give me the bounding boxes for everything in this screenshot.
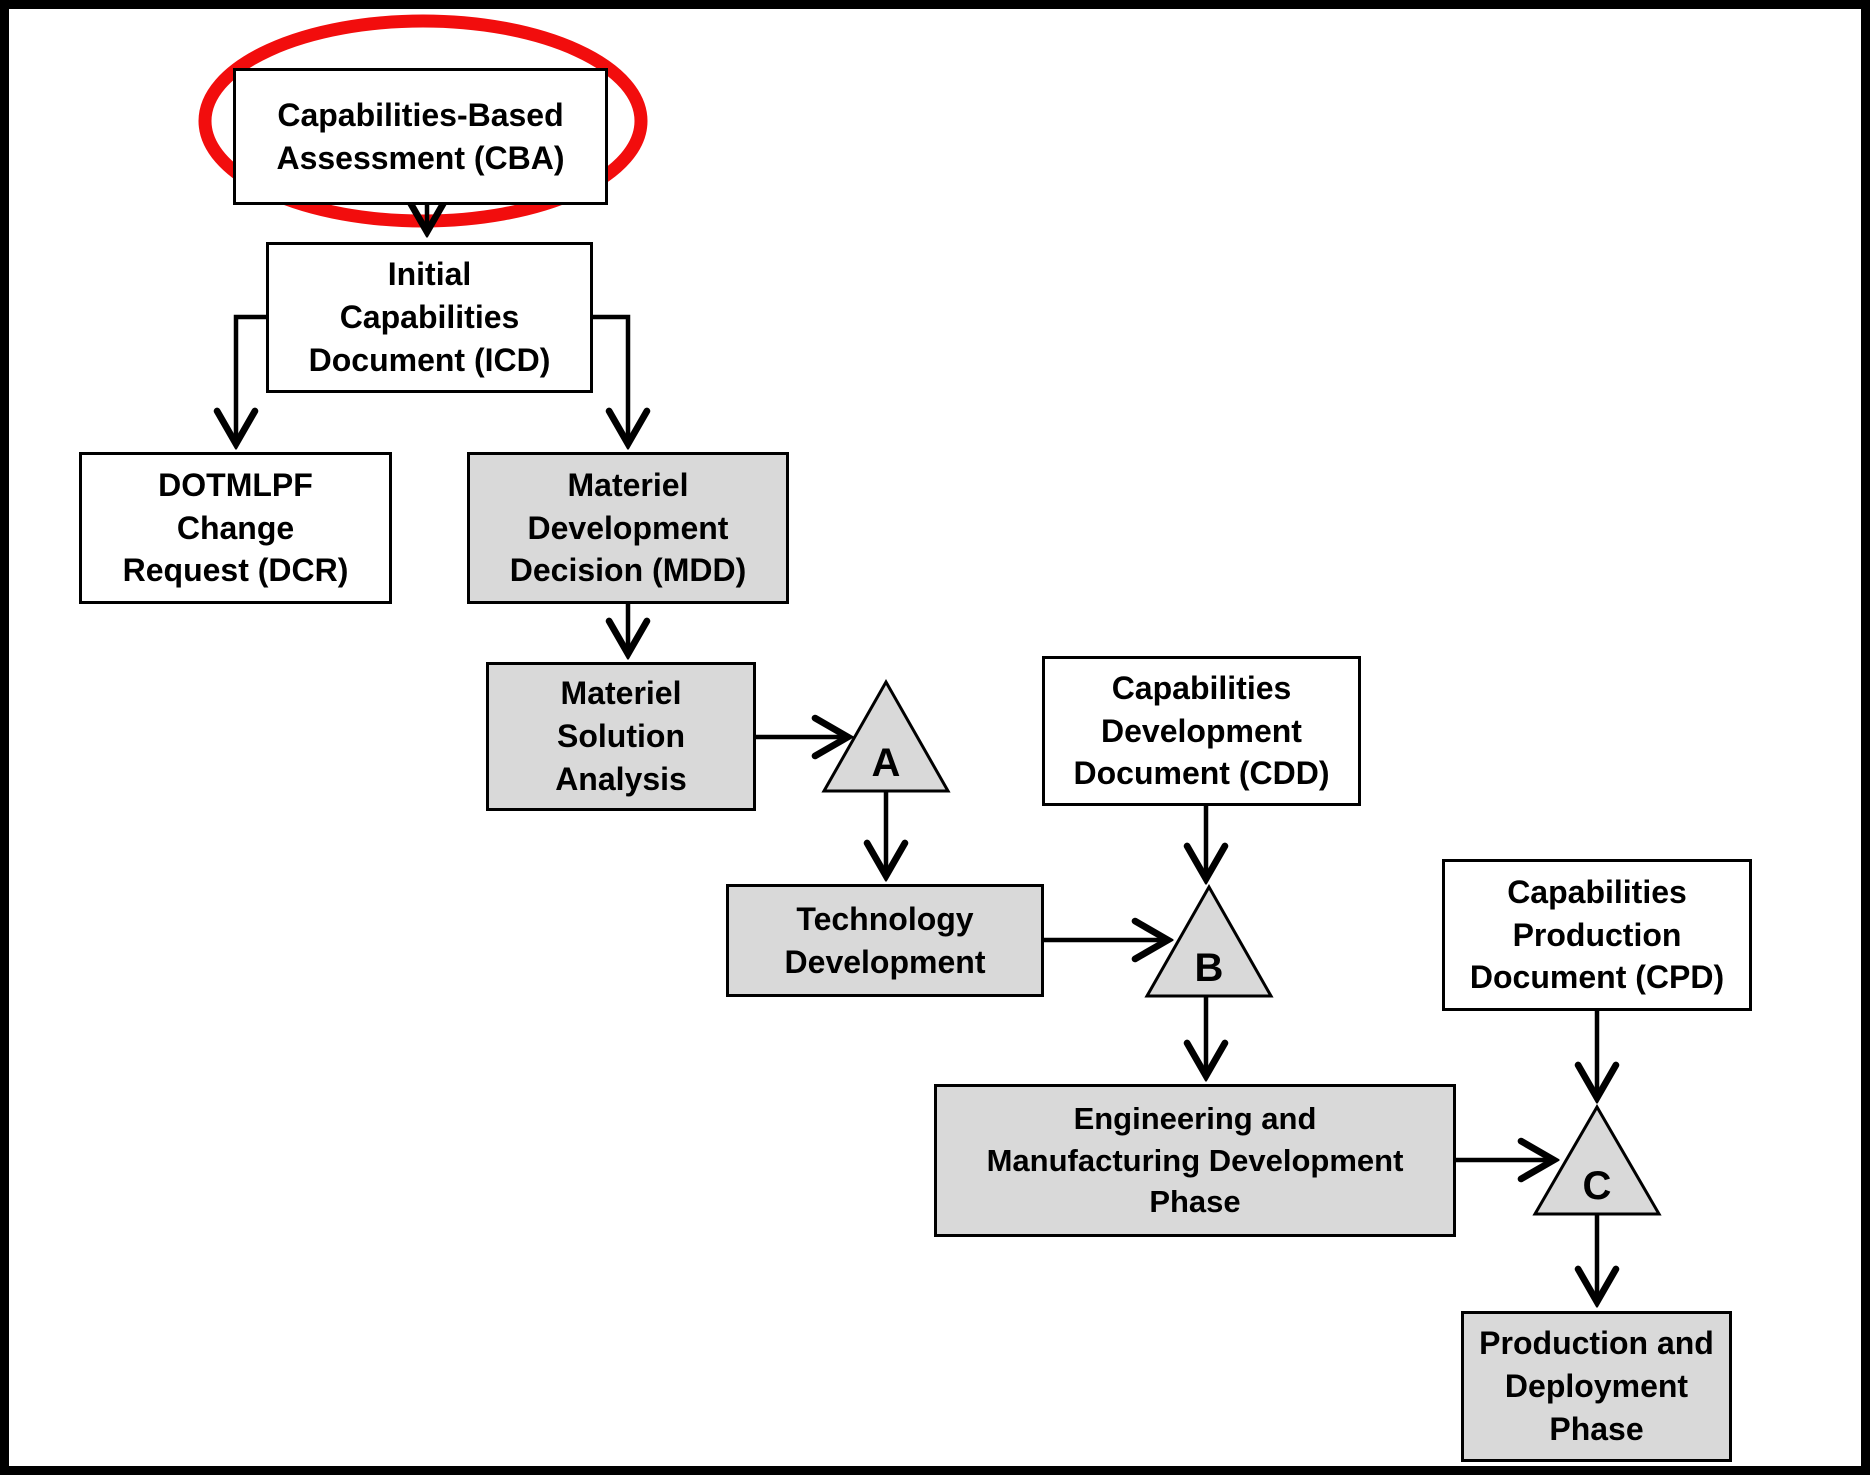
- box-materiel-development-decision: Materiel Development Decision (MDD): [467, 452, 789, 604]
- arrow-icd-to-dcr: [236, 314, 267, 443]
- milestone-c-triangle: [1532, 1104, 1662, 1216]
- milestone-b-label: B: [1195, 946, 1224, 990]
- box-dotmlpf-change-request: DOTMLPF Change Request (DCR): [79, 452, 392, 604]
- box-capabilities-based-assessment: Capabilities-Based Assessment (CBA): [233, 68, 608, 205]
- box-capabilities-development-document: Capabilities Development Document (CDD): [1042, 656, 1361, 806]
- box-production-deployment-phase: Production and Deployment Phase: [1461, 1311, 1732, 1462]
- milestone-c-label: C: [1583, 1164, 1612, 1208]
- box-technology-development: Technology Development: [726, 884, 1044, 997]
- box-capabilities-production-document: Capabilities Production Document (CPD): [1442, 859, 1752, 1011]
- milestone-a-triangle: [821, 678, 951, 793]
- box-engineering-manufacturing-development-phase: Engineering and Manufacturing Developmen…: [934, 1084, 1456, 1237]
- milestone-b-triangle: [1144, 883, 1274, 998]
- box-materiel-solution-analysis: Materiel Solution Analysis: [486, 662, 756, 811]
- box-initial-capabilities-document: Initial Capabilities Document (ICD): [266, 242, 593, 393]
- arrow-icd-to-mdd: [592, 314, 628, 443]
- connector-layer: A B C: [198, 14, 1662, 1475]
- milestone-a-label: A: [872, 741, 901, 785]
